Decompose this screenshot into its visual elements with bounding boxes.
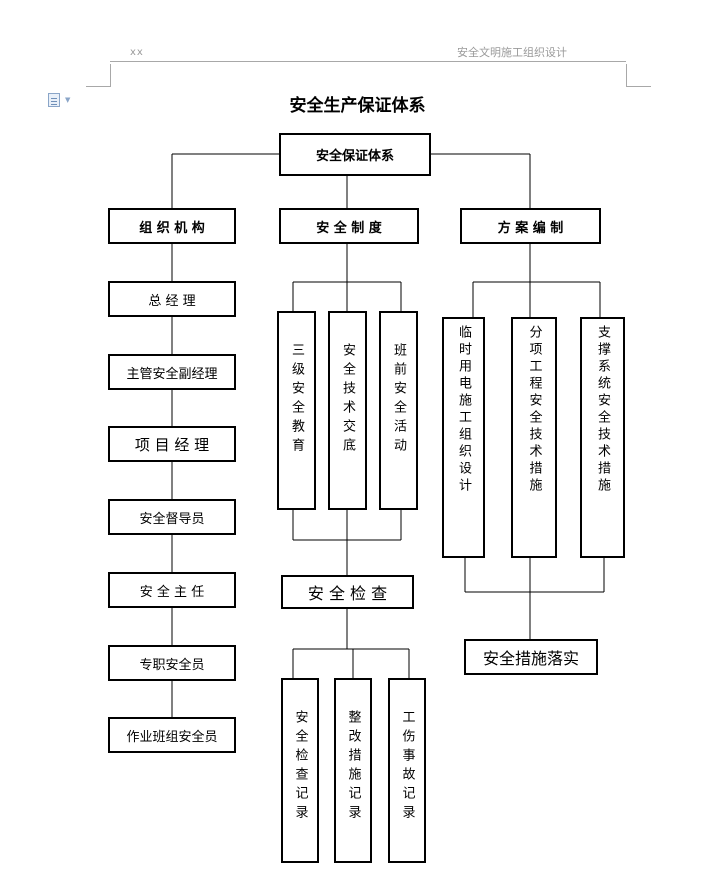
plan-result-node: 安全措施落实 bbox=[464, 639, 598, 675]
branch-plan: 方 案 编 制 bbox=[460, 208, 601, 244]
system-item: 班前安全活动 bbox=[379, 311, 418, 510]
org-node: 作业班组安全员 bbox=[108, 717, 236, 753]
org-node: 安 全 主 任 bbox=[108, 572, 236, 608]
org-node: 专职安全员 bbox=[108, 645, 236, 681]
check-node: 安 全 检 查 bbox=[281, 575, 414, 609]
crop-mark-right-h bbox=[626, 86, 651, 87]
system-item: 三级安全教育 bbox=[277, 311, 316, 510]
root-node: 安全保证体系 bbox=[279, 133, 431, 176]
document-icon[interactable] bbox=[48, 93, 60, 107]
page-title: 安全生产保证体系 bbox=[289, 96, 426, 116]
header-right-text: 安全文明施工组织设计 bbox=[457, 46, 567, 59]
plan-item: 临时用电施工组织设计 bbox=[442, 317, 485, 558]
crop-mark-left-v bbox=[110, 64, 111, 86]
header-left-text: xx bbox=[130, 47, 144, 58]
plan-item: 支撑系统安全技术措施 bbox=[580, 317, 625, 558]
check-item: 工伤事故记录 bbox=[388, 678, 426, 863]
branch-system: 安 全 制 度 bbox=[279, 208, 419, 244]
branch-org: 组 织 机 构 bbox=[108, 208, 236, 244]
org-node: 主管安全副经理 bbox=[108, 354, 236, 390]
header-rule bbox=[110, 61, 626, 62]
org-node: 项 目 经 理 bbox=[108, 426, 236, 462]
chevron-down-icon[interactable]: ▼ bbox=[65, 96, 71, 104]
system-item: 安全技术交底 bbox=[328, 311, 367, 510]
org-node: 总 经 理 bbox=[108, 281, 236, 317]
check-item: 整改措施记录 bbox=[334, 678, 372, 863]
plan-item: 分项工程安全技术措施 bbox=[511, 317, 557, 558]
org-node: 安全督导员 bbox=[108, 499, 236, 535]
crop-mark-right-v bbox=[626, 64, 627, 86]
crop-mark-left-h bbox=[86, 86, 111, 87]
check-item: 安全检查记录 bbox=[281, 678, 319, 863]
